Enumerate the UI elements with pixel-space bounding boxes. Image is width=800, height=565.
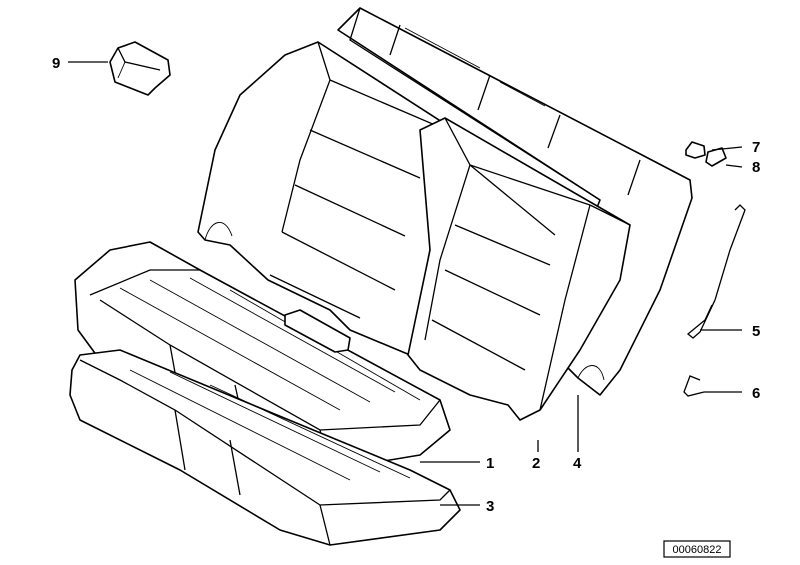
clips-part-7-8 <box>685 141 727 167</box>
backrest-right-section <box>407 117 631 421</box>
reference-number: 00060822 <box>673 544 722 556</box>
wire-part-5 <box>686 204 746 339</box>
pad-part-9 <box>109 41 171 96</box>
seat-base <box>69 349 461 546</box>
callout-4: 4 <box>573 455 582 472</box>
seat-cushion <box>74 241 451 471</box>
hook-part-6 <box>683 375 705 397</box>
callout-2: 2 <box>532 455 540 472</box>
leader-lines <box>68 61 743 506</box>
callout-5: 5 <box>752 323 760 340</box>
callout-8: 8 <box>752 159 760 176</box>
callout-3: 3 <box>486 498 494 515</box>
callout-9: 9 <box>52 55 60 72</box>
callout-7: 7 <box>752 139 760 156</box>
callout-6: 6 <box>752 385 760 402</box>
callout-1: 1 <box>486 455 494 472</box>
reference-number-box: 00060822 <box>663 540 731 558</box>
